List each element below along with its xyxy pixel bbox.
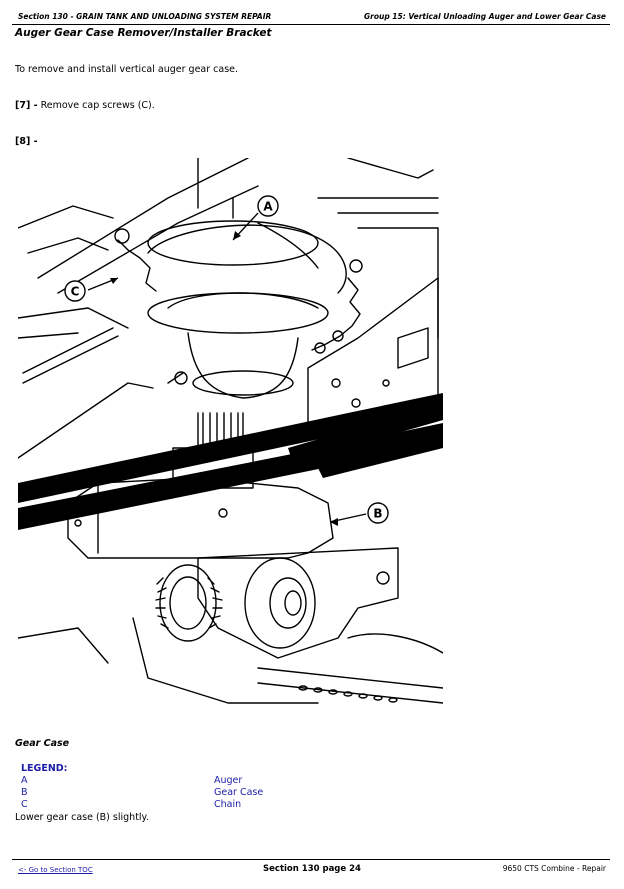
header-group-title: Group 15: Vertical Unloading Auger and L… [363,12,606,21]
gear-case-illustration: A C B [18,158,443,718]
step-text: Remove cap screws (C). [40,100,155,111]
closing-text: Lower gear case (B) slightly. [15,812,149,823]
legend-value-a: Auger [214,775,243,786]
footer-manual-title: 9650 CTS Combine - Repair [502,864,606,873]
callout-a-label: A [263,200,273,214]
header-section-title: Section 130 - GRAIN TANK AND UNLOADING S… [18,12,272,21]
footer-rule [12,859,610,860]
go-to-section-toc-link[interactable]: <- Go to Section TOC [18,866,93,874]
callout-c: C [64,280,86,302]
legend-key-a: A [21,775,28,786]
callout-b-label: B [373,507,382,521]
page-title: Auger Gear Case Remover/Installer Bracke… [15,27,272,39]
legend-title: LEGEND: [21,763,68,774]
step-number: [7] - [15,100,38,111]
legend-key-b: B [21,787,28,798]
footer-page-number: Section 130 page 24 [263,864,361,874]
legend-key-c: C [21,799,28,810]
callout-a: A [257,195,279,217]
step-7: [7] - Remove cap screws (C). [15,100,155,111]
intro-text: To remove and install vertical auger gea… [15,64,239,75]
step-8: [8] - [15,136,38,147]
legend-value-b: Gear Case [214,787,264,798]
callout-c-label: C [71,285,80,299]
legend-value-c: Chain [214,799,242,810]
callout-b: B [367,502,389,524]
step-number: [8] - [15,136,38,147]
header-rule [12,24,610,25]
figure-caption: Gear Case [15,738,70,749]
